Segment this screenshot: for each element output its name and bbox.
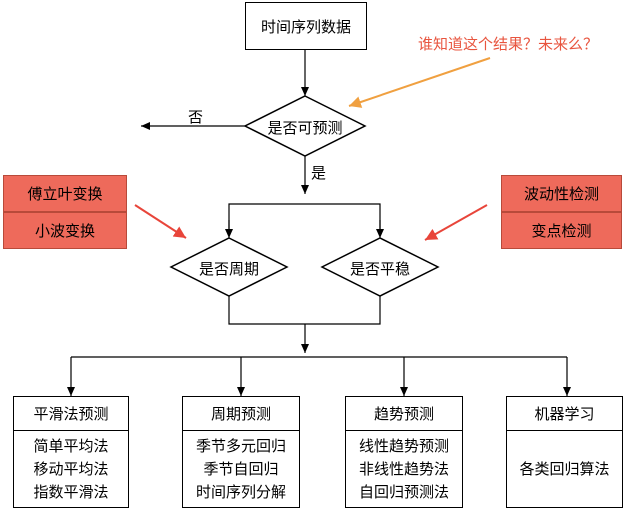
- decision-predictable-label: 是否可预测: [267, 119, 343, 137]
- tool-volatility: 波动性检测: [501, 175, 622, 212]
- left-tools-arrow: [134, 204, 187, 239]
- method-title: 机器学习: [507, 397, 622, 431]
- edge-split: [228, 203, 381, 235]
- yes-label: 是: [311, 164, 327, 182]
- method-title: 趋势预测: [346, 397, 462, 431]
- method-title: 平滑法预测: [14, 397, 128, 431]
- method-item: 时间序列分解: [195, 482, 286, 501]
- no-label: 否: [188, 108, 204, 126]
- method-item: 移动平均法: [33, 459, 109, 478]
- tool-fourier-label: 傅立叶变换: [27, 185, 103, 203]
- method-periodic: 周期预测 季节多元回归 季节自回归 时间序列分解: [182, 396, 300, 508]
- method-trend: 趋势预测 线性趋势预测 非线性趋势法 自回归预测法: [345, 396, 463, 508]
- decision-periodic-label: 是否周期: [198, 260, 259, 278]
- method-item: 指数平滑法: [33, 482, 109, 501]
- tool-changepoint-label: 变点检测: [531, 222, 592, 240]
- method-title: 周期预测: [183, 397, 299, 431]
- method-item: 自回归预测法: [358, 482, 449, 501]
- right-tools-arrow: [424, 204, 488, 241]
- tool-changepoint: 变点检测: [501, 212, 622, 249]
- start-node: 时间序列数据: [245, 2, 367, 50]
- method-ml: 机器学习 各类回归算法: [506, 396, 623, 508]
- decision-stationary-label: 是否平稳: [349, 260, 410, 278]
- tool-volatility-label: 波动性检测: [523, 185, 599, 203]
- question-arrow: [348, 57, 491, 108]
- method-item: 各类回归算法: [519, 459, 610, 478]
- start-label: 时间序列数据: [260, 17, 351, 36]
- diamond-predictable: [243, 95, 367, 157]
- method-item: 季节自回归: [203, 459, 279, 478]
- method-item: 季节多元回归: [195, 436, 286, 455]
- method-item: 非线性趋势法: [358, 459, 449, 478]
- tool-wavelet: 小波变换: [3, 212, 127, 249]
- method-smoothing: 平滑法预测 简单平均法 移动平均法 指数平滑法: [13, 396, 129, 508]
- method-item: 线性趋势预测: [358, 436, 449, 455]
- edge-merge: [228, 296, 381, 325]
- question-annotation: 谁知道这个结果？未来么？: [418, 35, 599, 53]
- tool-fourier: 傅立叶变换: [3, 175, 127, 212]
- tool-wavelet-label: 小波变换: [34, 222, 95, 240]
- method-item: 简单平均法: [33, 436, 109, 455]
